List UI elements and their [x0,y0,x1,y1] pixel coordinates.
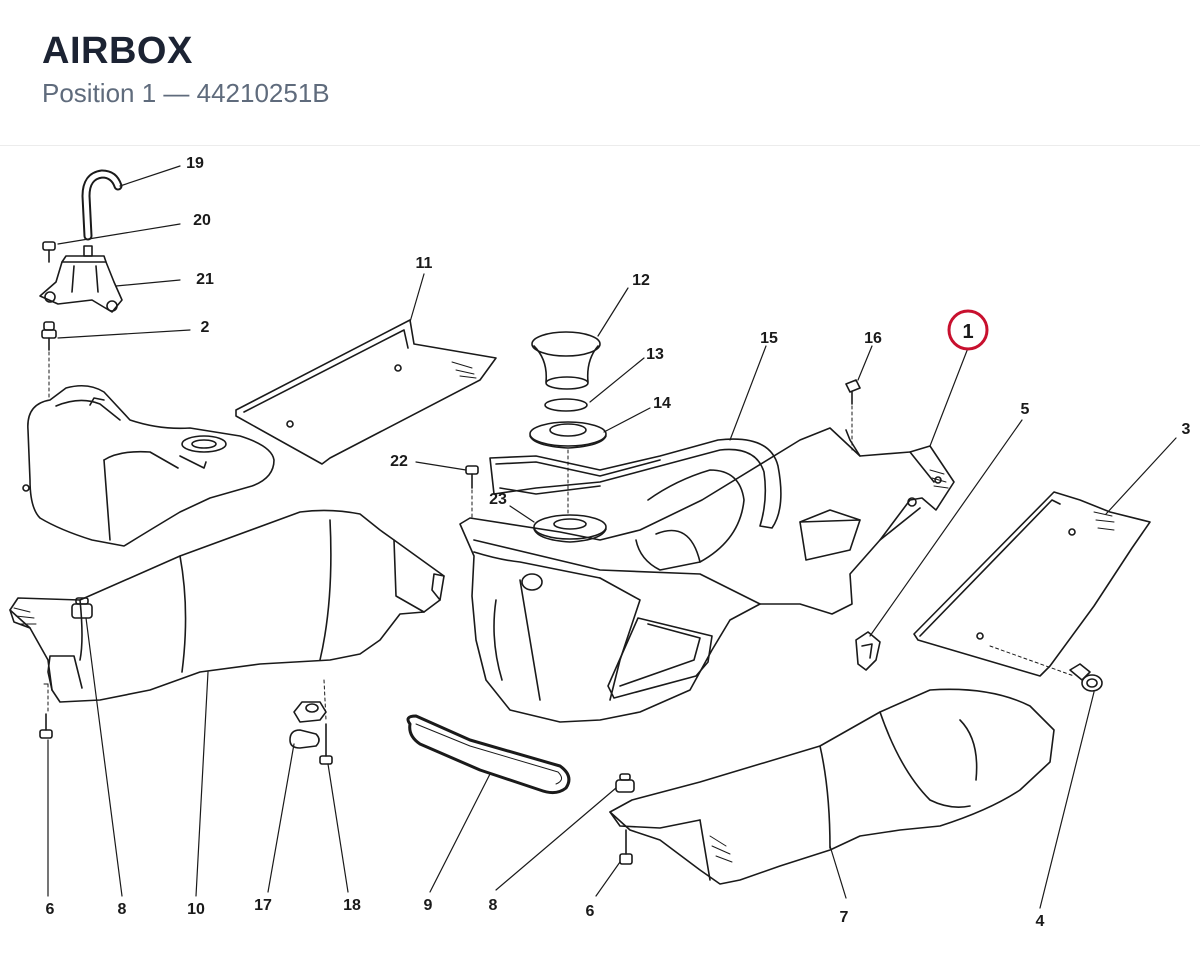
leader-lines [47,165,1177,909]
callout-14[interactable]: 14 [653,395,671,412]
callout-3[interactable]: 3 [1182,421,1191,438]
part-13-o-ring[interactable] [544,398,588,412]
part-11-gasket[interactable] [235,319,497,465]
callout-labels: 19 20 21 2 11 12 13 14 15 16 1 5 3 22 23… [46,155,1191,930]
callout-13[interactable]: 13 [646,346,664,363]
part-15-seal-strip[interactable] [489,438,782,529]
exploded-parts-diagram: 19 20 21 2 11 12 13 14 15 16 1 5 3 22 23… [9,155,1191,930]
part-12-velocity-stack[interactable] [531,331,601,390]
part-22-screw[interactable] [465,465,479,521]
part-16-screw[interactable] [845,379,861,451]
part-4-pin[interactable] [989,645,1103,692]
callout-2[interactable]: 2 [201,319,210,336]
page-subtitle: Position 1 — 44210251B [42,78,330,108]
callout-5[interactable]: 5 [1021,401,1030,418]
header: AIRBOX Position 1 — 44210251B [0,0,1200,146]
part-14-grommet[interactable] [529,421,607,516]
airbox-housing-left [22,384,275,547]
part-18-screw[interactable] [319,679,333,765]
callout-17[interactable]: 17 [254,897,272,914]
callout-21[interactable]: 21 [196,271,214,288]
part-3-side-cover[interactable] [913,491,1151,677]
part-20-screw[interactable] [42,241,56,263]
part-9-seal[interactable] [406,714,571,795]
callout-7[interactable]: 7 [840,909,849,926]
callout-6-left[interactable]: 6 [46,901,55,918]
callout-11[interactable]: 11 [416,255,433,272]
part-7-air-duct-right[interactable] [609,688,1055,885]
callout-12[interactable]: 12 [632,272,650,289]
part-17-clamp[interactable] [289,701,327,749]
part-5-clip[interactable] [855,631,881,671]
part-19-hose[interactable] [81,169,123,241]
part-6-screw-right[interactable] [619,829,633,865]
part-23-grommet[interactable] [533,514,607,543]
callout-8-right[interactable]: 8 [489,897,498,914]
callout-19[interactable]: 19 [186,155,204,172]
callout-16[interactable]: 16 [864,330,882,347]
callout-22[interactable]: 22 [390,453,408,470]
page-title: AIRBOX [42,30,193,72]
part-1-airbox-main[interactable] [459,427,955,723]
callout-6-right[interactable]: 6 [586,903,595,920]
callout-4[interactable]: 4 [1036,913,1045,930]
callout-1-highlight-ring [947,309,989,351]
part-2-screw[interactable] [41,321,57,401]
callout-23[interactable]: 23 [489,491,507,508]
callout-15[interactable]: 15 [760,330,778,347]
callout-18[interactable]: 18 [343,897,361,914]
part-8-nut-right[interactable] [615,773,635,793]
callout-9[interactable]: 9 [424,897,433,914]
callout-1[interactable]: 1 [962,321,973,343]
part-10-air-duct-left[interactable] [9,509,445,703]
part-8-nut-left[interactable] [71,597,93,619]
callout-8-left[interactable]: 8 [118,901,127,918]
callout-20[interactable]: 20 [193,212,211,229]
callout-10[interactable]: 10 [187,901,205,918]
part-21-bracket[interactable] [39,245,123,313]
part-6-screw-left[interactable] [39,683,53,739]
